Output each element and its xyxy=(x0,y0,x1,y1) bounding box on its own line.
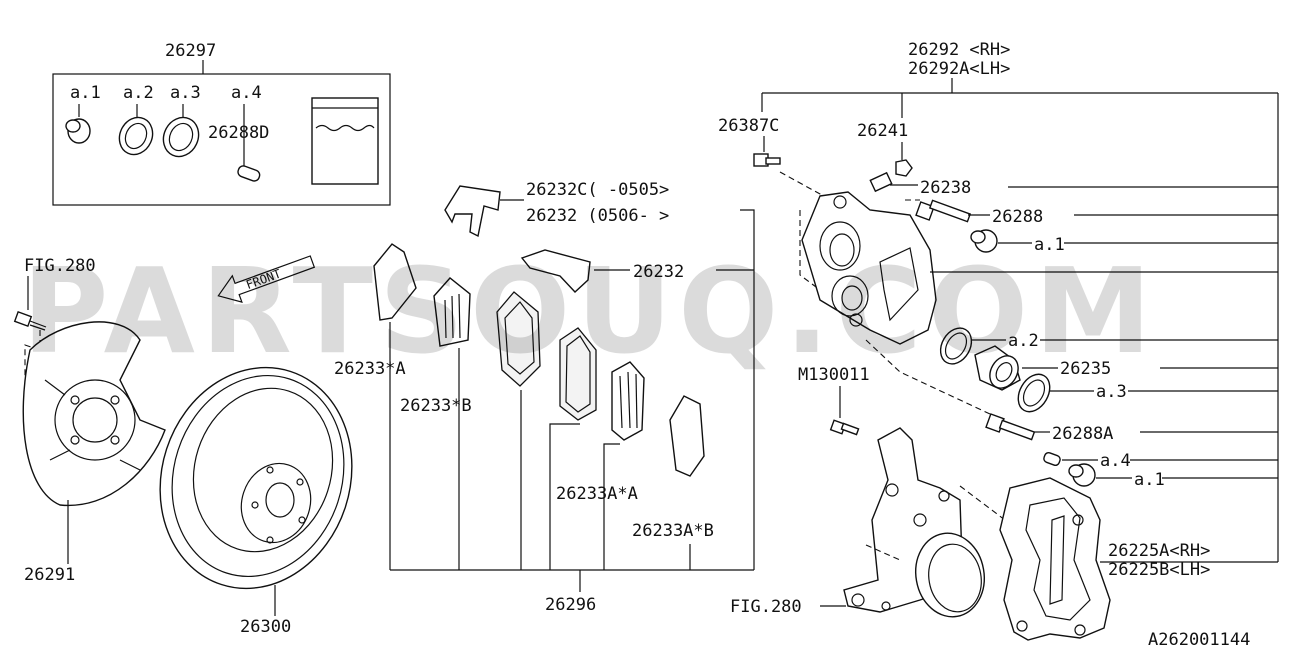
pad-outer-part xyxy=(559,327,597,421)
shim-26233A-b-part xyxy=(669,395,705,477)
label-fig280-bottom[interactable]: FIG.280 xyxy=(730,597,802,617)
label-26238[interactable]: 26238 xyxy=(920,178,971,198)
label-kit-a4[interactable]: a.4 xyxy=(231,83,262,103)
boot-a1-bottom-part xyxy=(1068,463,1096,487)
label-26288D[interactable]: 26288D xyxy=(208,123,269,143)
guide-pin-part xyxy=(237,104,261,182)
pad-inner-part xyxy=(496,291,541,387)
dust-cover-26291-part xyxy=(22,321,166,507)
shim-26233-a-part xyxy=(373,243,417,321)
label-kit-a1[interactable]: a.1 xyxy=(70,83,101,103)
label-26296[interactable]: 26296 xyxy=(545,595,596,615)
label-26235[interactable]: 26235 xyxy=(1060,359,1111,379)
bolt-fig280-part xyxy=(13,311,47,331)
label-26288A[interactable]: 26288A xyxy=(1052,424,1113,444)
kit-box xyxy=(52,73,391,206)
boot-a1-top-part xyxy=(970,229,998,253)
label-26225A-rh[interactable]: 26225A<RH> xyxy=(1108,541,1210,561)
piston-26235-part xyxy=(974,345,1021,391)
bolt-M130011-part xyxy=(829,419,860,436)
pin-a4-part xyxy=(1043,451,1061,467)
label-r-a4[interactable]: a.4 xyxy=(1100,451,1131,471)
label-r-a2[interactable]: a.2 xyxy=(1008,331,1039,351)
brake-rotor-26300-part xyxy=(159,366,353,590)
label-26292A-lh[interactable]: 26292A<LH> xyxy=(908,59,1010,79)
kit-26297-group: 26297 a.1 a.2 a.3 a.4 26288D xyxy=(52,41,391,206)
pin-bolt-26288-part xyxy=(915,199,972,223)
label-26233AA[interactable]: 26233A*A xyxy=(556,484,638,504)
label-26232C[interactable]: 26232C( -0505> xyxy=(526,180,669,200)
front-arrow-icon: FRONT xyxy=(217,255,316,304)
label-26241[interactable]: 26241 xyxy=(857,121,908,141)
label-M130011[interactable]: M130011 xyxy=(798,365,870,385)
pad-26233-b-part xyxy=(433,277,471,347)
caliper-support-26225-part xyxy=(999,477,1111,641)
label-26233A[interactable]: 26233*A xyxy=(334,359,406,379)
bleeder-screw-26238-part xyxy=(869,171,893,193)
label-26292-rh[interactable]: 26292 <RH> xyxy=(908,40,1010,60)
label-front: FRONT xyxy=(244,267,283,293)
label-26233B[interactable]: 26233*B xyxy=(400,396,472,416)
diagram-id: A262001144 xyxy=(1148,630,1250,650)
seal-a2-part xyxy=(939,327,973,365)
boot-a3-part xyxy=(1017,373,1051,413)
dust-boot-part xyxy=(65,104,91,144)
label-26288[interactable]: 26288 xyxy=(992,207,1043,227)
label-r-a1-top[interactable]: a.1 xyxy=(1034,235,1065,255)
caliper-body-part xyxy=(801,191,937,345)
pin-bolt-26288A-part xyxy=(985,413,1036,441)
seal-ring-part xyxy=(118,104,154,156)
label-26300[interactable]: 26300 xyxy=(240,617,291,637)
label-r-a3[interactable]: a.3 xyxy=(1096,382,1127,402)
shim-26233A-a-part xyxy=(611,361,645,441)
bleeder-cap-part xyxy=(895,159,913,177)
label-fig280-top[interactable]: FIG.280 xyxy=(24,256,96,276)
pad-clip-26232C-part xyxy=(444,185,501,238)
label-kit-a3[interactable]: a.3 xyxy=(170,83,201,103)
bolt-26387C-part xyxy=(753,153,781,167)
label-r-a1-bottom[interactable]: a.1 xyxy=(1134,470,1165,490)
label-26291[interactable]: 26291 xyxy=(24,565,75,585)
label-26225B-lh[interactable]: 26225B<LH> xyxy=(1108,560,1210,580)
piston-seal-part xyxy=(162,104,200,158)
label-kit-a2[interactable]: a.2 xyxy=(123,83,154,103)
pad-spring-26232-part xyxy=(520,249,591,293)
label-26233AB[interactable]: 26233A*B xyxy=(632,521,714,541)
grease-bag-part xyxy=(311,97,379,185)
label-26297[interactable]: 26297 xyxy=(165,41,216,61)
label-26232-range[interactable]: 26232 (0506- > xyxy=(526,206,669,226)
steering-knuckle-part xyxy=(843,427,985,618)
label-26232[interactable]: 26232 xyxy=(633,262,684,282)
label-26387C[interactable]: 26387C xyxy=(718,116,779,136)
